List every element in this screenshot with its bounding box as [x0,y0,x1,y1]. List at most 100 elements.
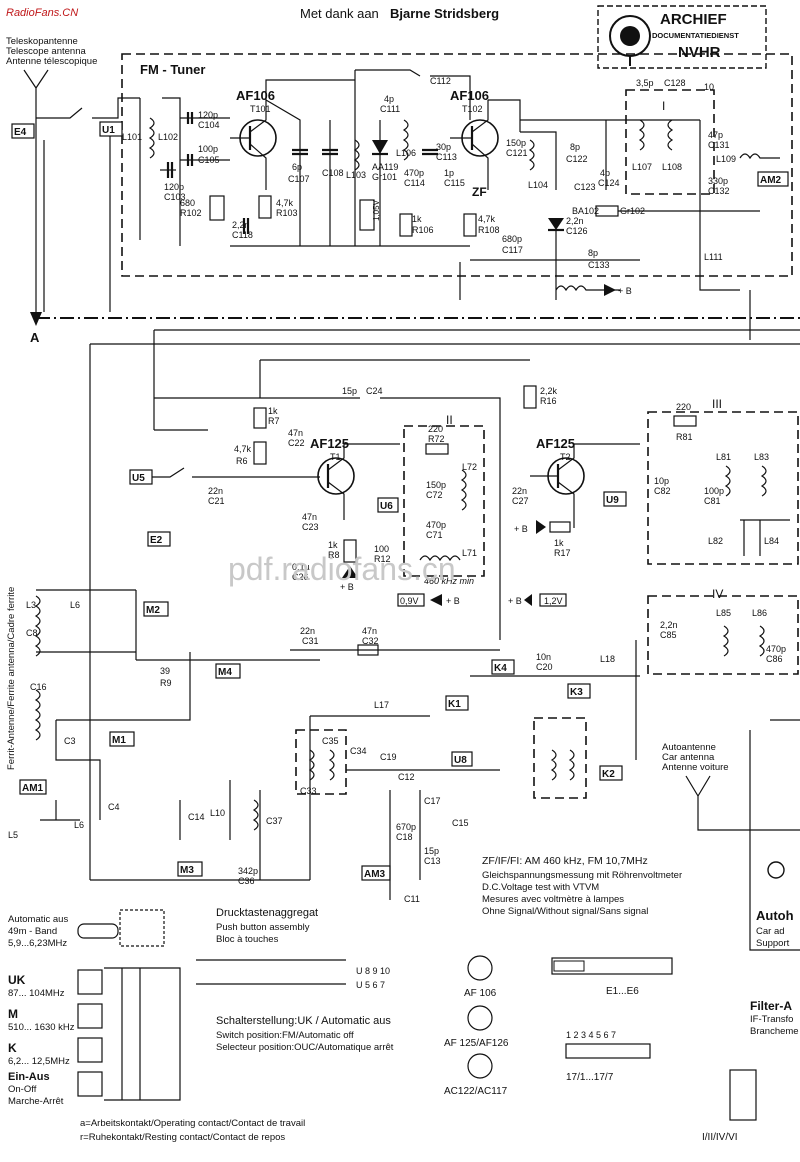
credit-prefix: Met dank aan [300,6,379,21]
switch-u9: U9 [606,495,619,506]
val-r6: 4,7k [234,444,252,454]
ref-gr101: Gr101 [372,172,397,182]
car-side-en: Car ad [756,926,785,937]
val-r16: 2,2k [540,386,558,396]
ref-l86: L86 [752,608,767,618]
volt-09: 0,9V [400,596,419,606]
val-gr102: 2,2n [566,216,584,226]
fm-tuner-box [121,53,793,277]
legend-r: r=Ruhekontakt/Resting contact/Contact de… [80,1132,285,1143]
val-c17: 670p [396,822,416,832]
band-k-range: 6,2... 12,5MHz [8,1056,70,1067]
band-uk-name: UK [8,973,26,987]
transistor-t102: AF106 T102 [450,88,499,190]
switch-k1: U8 [454,755,467,766]
ref-c107: C107 [288,174,310,184]
ref-c81: C81 [704,496,721,506]
pinout-af106-label: AF 106 [464,988,497,999]
measure-note-fr: Mesures avec voltmètre à lampes [482,894,624,905]
ref-c103: C103 [164,192,186,202]
ref-r72: R72 [428,434,445,444]
t101-type: AF106 [236,88,275,103]
measure-note-en: D.C.Voltage test with VTVM [482,882,599,893]
ref-c2: L5 [8,830,18,840]
val-c124: 4p [600,168,610,178]
ref-c112: C112 [430,76,451,86]
ref-c128: C128 [664,78,686,88]
val-c118: 2,2n [232,220,250,230]
ref-r103: R103 [276,208,298,218]
fm-filter-label: I [662,99,665,113]
band-on-off: Ein-Aus On-Off Marche-Arrêt [8,1071,103,1107]
val-c24: 15p [342,386,357,396]
stamp-subtitle: DOCUMENTATIEDIENST [652,31,739,40]
ref-l106: L106 [396,148,416,158]
pinout-ac122: AC122/AC117 [444,1053,508,1097]
ref-l109: L109 [716,154,736,164]
archive-stamp: ARCHIEF DOCUMENTATIEDIENST NVHR [597,5,767,69]
band-m-name: M [8,1007,18,1021]
ref-gr102: C126 [566,226,588,236]
ref-l71: L71 [462,548,477,558]
val-r81: 220 [676,402,691,412]
car-antenna-en: Car antenna [662,752,715,763]
pinout-17: 1 2 3 4 5 6 7 17/1...17/7 [565,1030,651,1083]
val-r102: 680 [180,198,195,208]
switch-u1: U1 [102,125,115,136]
pinout-17-pins: 1 2 3 4 5 6 7 [566,1030,616,1040]
switch-m1: M1 [112,735,126,746]
pushbutton-title-fr: Bloc à touches [216,934,279,945]
val-c14: 342p [238,866,258,876]
val-c115: 1p [444,168,454,178]
measure-note-signal: Ohne Signal/Without signal/Sans signal [482,906,648,917]
val-c86: 470p [766,644,786,654]
ref-c82: C82 [654,486,671,496]
val-c122: 8p [570,142,580,152]
on-off-sub: On-Off [8,1084,37,1095]
val-r103: 4,7k [276,198,294,208]
fm-tuner-title: FM - Tuner [140,62,205,77]
val-c113: 30p [436,142,451,152]
ref-c18: C11 [404,894,420,904]
ref-r8: R8 [328,550,340,560]
ref-c111: C111 [380,104,400,114]
ref-c117: C117 [502,245,523,255]
t2-ref: T2 [560,452,571,462]
ref-c126: C133 [588,260,610,270]
car-side-title: Autoh [756,908,794,923]
switch-u-row1: U 8 9 10 [356,966,390,976]
car-side-fr: Support [756,938,790,949]
ref-c108: C108 [322,168,344,178]
ground-label-a: A [30,330,40,345]
plus-b-fm: + B [618,286,632,296]
val-c131: 47p [708,130,723,140]
ref-r81: R81 [676,432,693,442]
val-c16: 22n [300,626,315,636]
band-uk: UK 87... 104MHz [8,969,103,999]
ref-r17: R17 [554,548,571,558]
ref-c121: C121 [506,148,528,158]
ref-l10: C37 [266,816,283,826]
antenna-label-en: Telescope antenna [6,46,86,57]
switch-m2: M2 [146,605,160,616]
on-off-sub2: Marche-Arrêt [8,1096,64,1107]
ref-c34: C12 [398,772,415,782]
ref-c8: R9 [160,678,172,688]
zf-note: ZF/IF/FI: AM 460 kHz, FM 10,7MHz [482,855,648,867]
ref-c23: C23 [302,522,319,532]
plus-b-t1: + B [340,582,354,592]
ref-r9: C32 [362,636,379,646]
switch-position-en: Switch position:FM/Automatic off [216,1030,354,1041]
automatic-band: 49m - Band [8,926,57,937]
val-r8: 1k [328,540,338,550]
ref-c16: C31 [302,636,319,646]
ref-c31: C20 [536,662,553,672]
t101-ref: T101 [250,104,271,114]
ferrite-antenna-label: Ferrit-Antenne/Ferrite antenna/Cadre fer… [6,587,17,770]
ref-l82: L82 [708,536,723,546]
val-c8: 39 [160,666,170,676]
pushbutton-title-en: Push button assembly [216,922,310,933]
automatic-label: Automatic aus [8,914,68,925]
antenna-label-de: Teleskopantenne [6,36,78,47]
